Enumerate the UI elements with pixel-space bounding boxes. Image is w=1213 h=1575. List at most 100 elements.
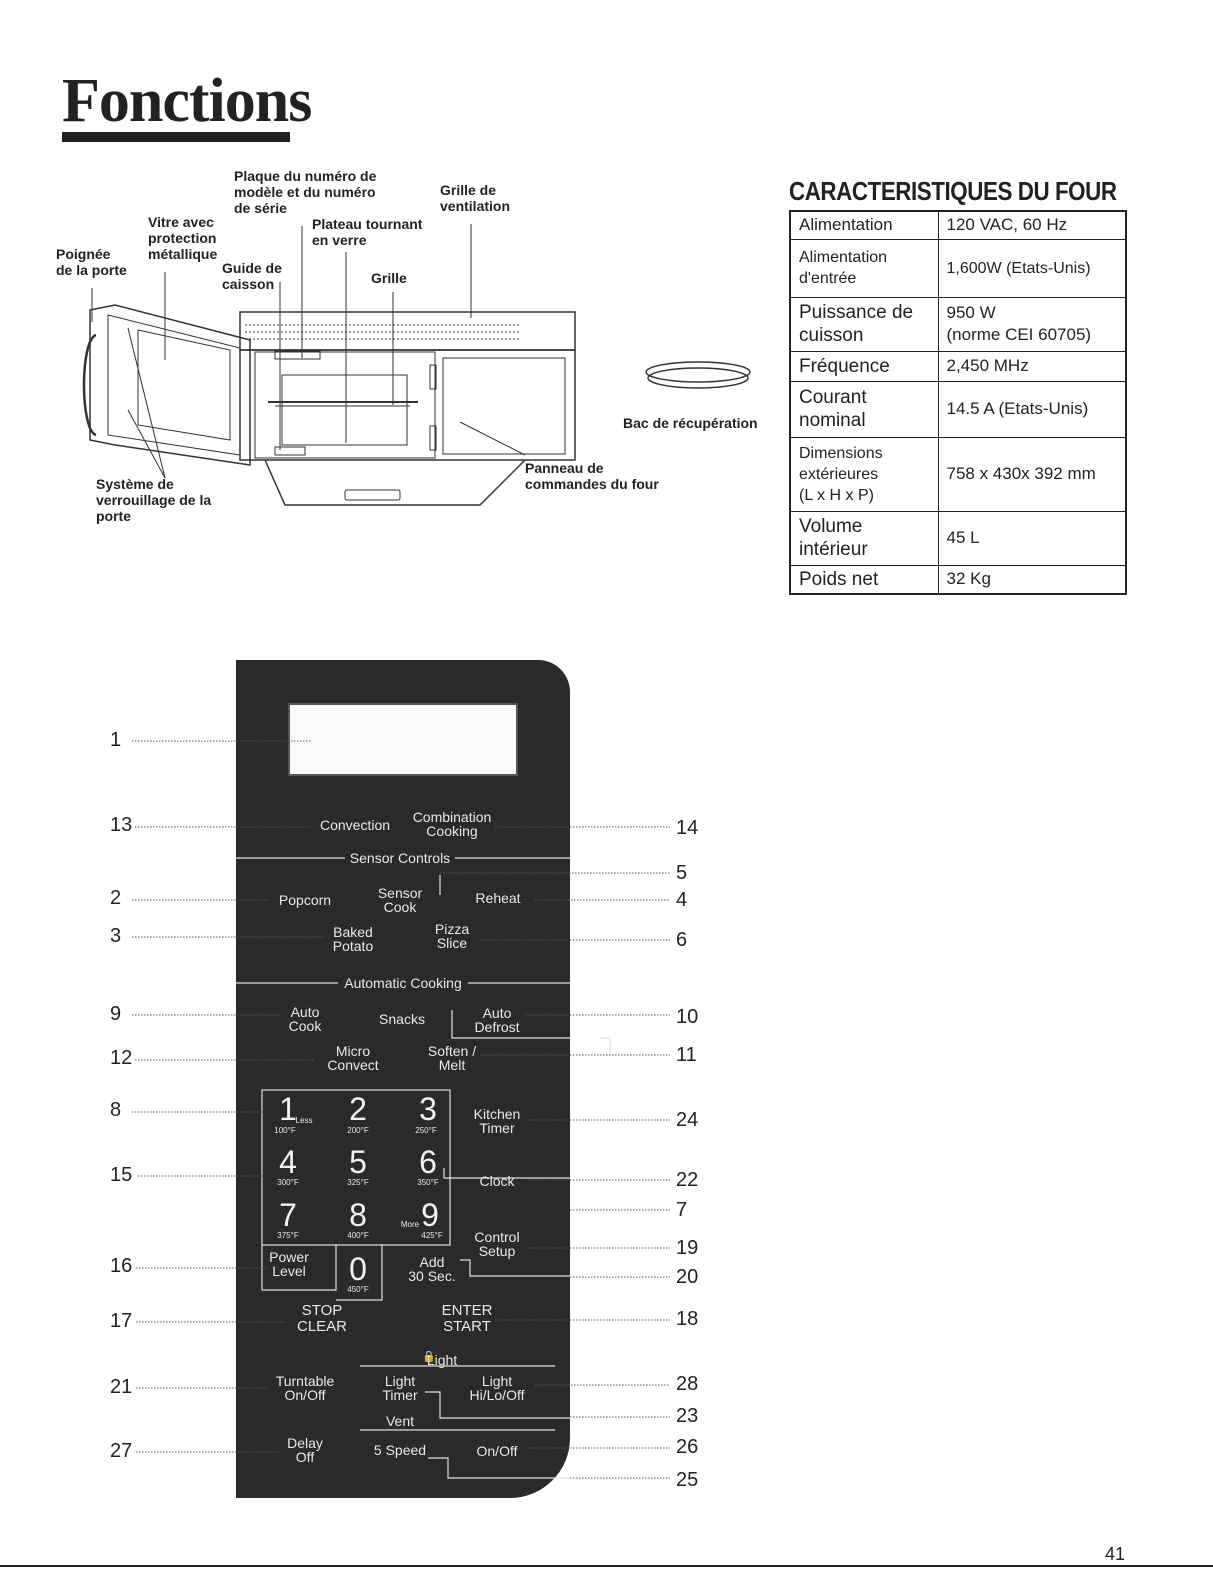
- callout-22: 22: [676, 1169, 699, 1191]
- callout-9: 9: [110, 1003, 122, 1025]
- spec-value: 950 W (norme CEI 60705): [937, 296, 1127, 352]
- digit-9-extra: More: [400, 1220, 420, 1229]
- sensor-controls-heading: Sensor Controls: [349, 850, 451, 866]
- spec-key: Alimentation d'entrée: [789, 238, 939, 298]
- callout-23: 23: [676, 1405, 699, 1427]
- reheat-button[interactable]: Reheat: [475, 890, 521, 906]
- callout-11: 11: [676, 1044, 697, 1066]
- control-setup-button[interactable]: Control Setup: [474, 1229, 520, 1259]
- control-panel: [236, 660, 570, 1498]
- display-window: [288, 703, 518, 776]
- delay-off-button[interactable]: Delay Off: [287, 1435, 323, 1465]
- soften-melt-button[interactable]: Soften / Melt: [427, 1043, 477, 1073]
- light-heading: Light: [426, 1352, 458, 1368]
- start-button[interactable]: START: [443, 1318, 491, 1335]
- light-hilo-button[interactable]: Light Hi/Lo/Off: [469, 1373, 525, 1403]
- spec-key: Courant nominal: [789, 380, 939, 438]
- add-30-sec-button[interactable]: Add 30 Sec.: [408, 1254, 456, 1284]
- light-timer-button[interactable]: Light Timer: [382, 1373, 418, 1403]
- digit-6-temp: 350°F: [417, 1178, 439, 1187]
- vent-on-off-button[interactable]: On/Off: [476, 1443, 518, 1459]
- digit-1-temp: 100°F: [274, 1126, 296, 1135]
- digit-9-temp: 425°F: [421, 1231, 443, 1240]
- digit-0-button[interactable]: 0: [349, 1251, 367, 1287]
- turntable-button[interactable]: Turntable On/Off: [275, 1373, 335, 1403]
- digit-7-button[interactable]: 7: [279, 1197, 297, 1233]
- combination-cooking-button[interactable]: Combination Cooking: [412, 809, 492, 839]
- digit-6-button[interactable]: 6: [419, 1144, 437, 1180]
- callout-21: 21: [110, 1376, 133, 1398]
- digit-4-temp: 300°F: [277, 1178, 299, 1187]
- callout-12: 12: [110, 1047, 133, 1069]
- spec-value: 2,450 MHz: [937, 350, 1127, 382]
- callout-20: 20: [676, 1266, 699, 1288]
- digit-4-button[interactable]: 4: [279, 1144, 297, 1180]
- digit-0-temp: 450°F: [347, 1285, 369, 1294]
- title-rule: [62, 132, 290, 142]
- sensor-cook-button[interactable]: Sensor Cook: [377, 885, 423, 915]
- power-level-button[interactable]: Power Level: [269, 1249, 309, 1279]
- digit-7-temp: 375°F: [277, 1231, 299, 1240]
- micro-convect-button[interactable]: Micro Convect: [327, 1043, 379, 1073]
- table-row: Courant nominal 14.5 A (Etats-Unis): [789, 380, 1127, 438]
- callout-19: 19: [676, 1237, 699, 1259]
- digit-5-temp: 325°F: [347, 1178, 369, 1187]
- callout-18: 18: [676, 1308, 699, 1330]
- callout-13: 13: [110, 814, 133, 836]
- popcorn-button[interactable]: Popcorn: [278, 892, 332, 908]
- callout-6: 6: [676, 929, 688, 951]
- callout-1: 1: [110, 729, 122, 751]
- page-number: 41: [1104, 1544, 1125, 1564]
- digit-8-temp: 400°F: [347, 1231, 369, 1240]
- clear-button[interactable]: CLEAR: [296, 1318, 348, 1335]
- digit-1-extra: Less: [295, 1116, 313, 1125]
- digit-1-button[interactable]: 1: [279, 1091, 297, 1127]
- kitchen-timer-button[interactable]: Kitchen Timer: [473, 1106, 521, 1136]
- digit-8-button[interactable]: 8: [349, 1197, 367, 1233]
- spec-key: Volume intérieur: [789, 510, 939, 566]
- table-row: Poids net 32 Kg: [789, 564, 1127, 594]
- table-row: Fréquence 2,450 MHz: [789, 350, 1127, 382]
- callout-24: 24: [676, 1109, 699, 1131]
- label-poignee: Poignée de la porte: [56, 246, 127, 278]
- baked-potato-button[interactable]: Baked Potato: [332, 924, 374, 954]
- label-systeme: Système de verrouillage de la porte: [96, 476, 212, 524]
- label-guide: Guide de caisson: [222, 260, 282, 292]
- stop-button[interactable]: STOP: [301, 1302, 343, 1319]
- digit-5-button[interactable]: 5: [349, 1144, 367, 1180]
- five-speed-button[interactable]: 5 Speed: [373, 1442, 427, 1458]
- digit-3-button[interactable]: 3: [419, 1091, 437, 1127]
- callout-5: 5: [676, 862, 688, 884]
- label-vitre: Vitre avec protection métallique: [148, 214, 218, 262]
- oven-diagram: [82, 224, 751, 506]
- label-bac: Bac de récupération: [623, 415, 758, 431]
- spec-value: 14.5 A (Etats-Unis): [937, 380, 1127, 438]
- label-plaque: Plaque du numéro de modèle et du numéro …: [234, 168, 377, 216]
- vent-heading: Vent: [385, 1413, 415, 1429]
- clock-button[interactable]: Clock: [479, 1173, 515, 1189]
- auto-defrost-button[interactable]: Auto Defrost: [474, 1005, 520, 1035]
- callout-25: 25: [676, 1469, 699, 1491]
- auto-cook-button[interactable]: Auto Cook: [288, 1004, 322, 1034]
- digit-2-button[interactable]: 2: [349, 1091, 367, 1127]
- callout-17: 17: [110, 1310, 133, 1332]
- enter-button[interactable]: ENTER: [441, 1302, 493, 1319]
- callout-2: 2: [110, 887, 122, 909]
- lock-icon: 🔒: [422, 1351, 436, 1363]
- label-panneau: Panneau de commandes du four: [525, 460, 659, 492]
- callout-7: 7: [676, 1199, 688, 1221]
- convection-button[interactable]: Convection: [319, 817, 391, 833]
- table-row: Dimensions extérieures (L x H x P) 758 x…: [789, 436, 1127, 512]
- callout-27: 27: [110, 1440, 133, 1462]
- snacks-button[interactable]: Snacks: [379, 1011, 425, 1027]
- spec-key: Poids net: [789, 564, 939, 594]
- callout-14: 14: [676, 817, 699, 839]
- callout-4: 4: [676, 889, 688, 911]
- callout-15: 15: [110, 1164, 133, 1186]
- spec-key: Fréquence: [789, 350, 939, 382]
- digit-9-button[interactable]: 9: [421, 1197, 439, 1233]
- spec-value: 32 Kg: [937, 564, 1127, 594]
- pizza-slice-button[interactable]: Pizza Slice: [434, 921, 470, 951]
- bottom-rule: [0, 1565, 1213, 1567]
- label-grille-ventilation: Grille de ventilation: [440, 182, 511, 214]
